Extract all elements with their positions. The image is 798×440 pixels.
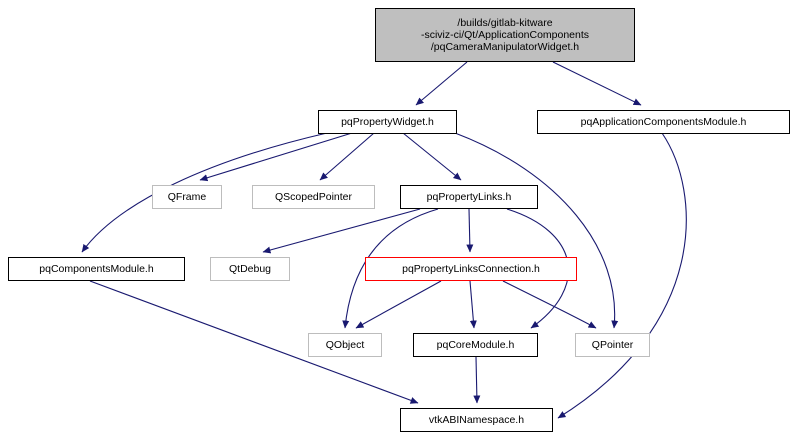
node-pqPropertyLinks[interactable]: pqPropertyLinks.h bbox=[400, 185, 538, 209]
node-QObject: QObject bbox=[308, 333, 382, 357]
node-pqCameraManipulatorWidget: /builds/gitlab-kitware -sciviz-ci/Qt/App… bbox=[375, 8, 635, 62]
edge-pqPropertyLinksConnection-QObject bbox=[355, 280, 442, 329]
node-QtDebug: QtDebug bbox=[210, 257, 290, 281]
node-pqComponentsModule[interactable]: pqComponentsModule.h bbox=[8, 257, 185, 281]
edge-pqApplicationComponentsModule-vtkABINamespace bbox=[557, 132, 687, 419]
edge-pqCoreModule-vtkABINamespace bbox=[473, 356, 481, 404]
edge-main-pqApplicationComponentsModule bbox=[552, 61, 642, 106]
edge-pqPropertyWidget-QPointer bbox=[454, 132, 619, 329]
edge-pqPropertyWidget-QScopedPointer bbox=[319, 132, 375, 181]
edge-pqComponentsModule-vtkABINamespace bbox=[89, 280, 419, 404]
node-pqApplicationComponentsModule[interactable]: pqApplicationComponentsModule.h bbox=[537, 110, 790, 134]
node-pqPropertyLinksConnection[interactable]: pqPropertyLinksConnection.h bbox=[365, 257, 577, 281]
node-pqPropertyWidget[interactable]: pqPropertyWidget.h bbox=[318, 110, 457, 134]
edge-pqPropertyWidget-QFrame bbox=[199, 132, 353, 182]
node-QScopedPointer: QScopedPointer bbox=[252, 185, 375, 209]
edge-pqPropertyWidget-pqComponentsModule bbox=[81, 132, 328, 253]
edge-pqPropertyLinksConnection-QPointer bbox=[502, 280, 597, 329]
node-vtkABINamespace[interactable]: vtkABINamespace.h bbox=[400, 408, 553, 432]
edge-pqPropertyLinksConnection-pqCoreModule bbox=[469, 280, 477, 329]
edge-pqPropertyLinks-QObject bbox=[342, 208, 439, 329]
edge-pqPropertyWidget-pqPropertyLinks bbox=[402, 132, 462, 181]
edge-pqPropertyLinks-QtDebug bbox=[262, 208, 421, 254]
edge-main-pqPropertyWidget bbox=[415, 61, 468, 106]
node-QFrame: QFrame bbox=[152, 185, 222, 209]
node-pqCoreModule[interactable]: pqCoreModule.h bbox=[413, 333, 538, 357]
node-QPointer: QPointer bbox=[575, 333, 650, 357]
edge-pqPropertyLinks-pqPropertyLinksConnection bbox=[466, 208, 474, 253]
